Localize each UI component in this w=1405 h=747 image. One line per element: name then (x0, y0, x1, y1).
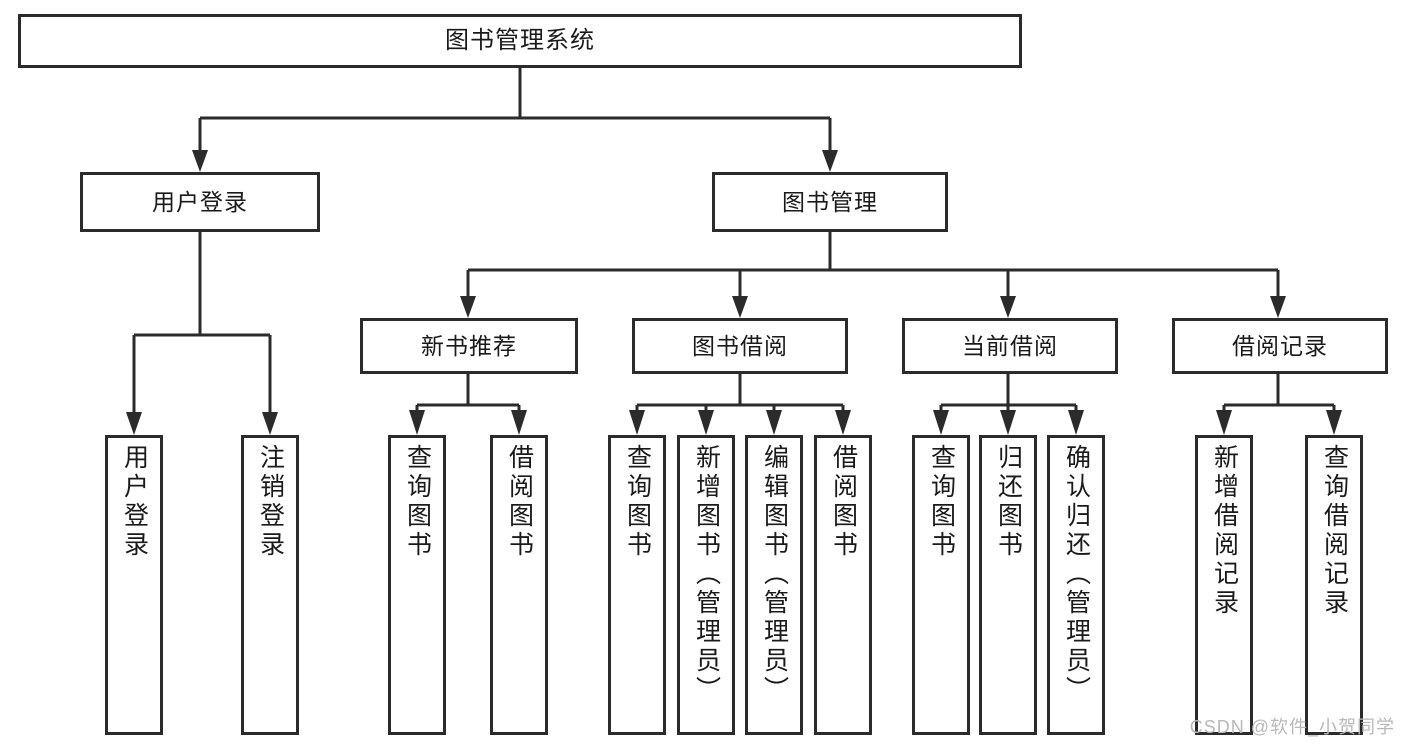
node-label: 图书管理系统 (445, 27, 595, 55)
watermark-text: CSDN @软件_小贺同学 (1189, 717, 1395, 737)
node-label: 注销登录 (256, 444, 285, 560)
node-new-book-recommendation[interactable]: 新书推荐 (360, 318, 578, 374)
node-label: 借阅图书 (505, 444, 534, 560)
leaf-current-return-book[interactable]: 归还图书 (979, 435, 1037, 735)
leaf-borrow-borrow-book[interactable]: 借阅图书 (814, 435, 872, 735)
leaf-current-query-book[interactable]: 查询图书 (912, 435, 970, 735)
leaf-record-add-borrow-record[interactable]: 新增借阅记录 (1195, 435, 1253, 735)
node-label: 当前借阅 (962, 332, 1058, 359)
leaf-new-book-query-book[interactable]: 查询图书 (388, 435, 446, 735)
node-label: 编辑图书（管理员） (760, 444, 789, 705)
leaf-borrow-edit-book-admin[interactable]: 编辑图书（管理员） (745, 435, 803, 735)
node-label: 借阅图书 (829, 444, 858, 560)
leaf-borrow-add-book-admin[interactable]: 新增图书（管理员） (677, 435, 735, 735)
leaf-record-query-borrow-record[interactable]: 查询借阅记录 (1305, 435, 1363, 735)
node-label: 查询图书 (403, 444, 432, 560)
leaf-user-login-login[interactable]: 用户登录 (105, 435, 163, 735)
node-label: 查询图书 (927, 444, 956, 560)
node-label: 确认归还（管理员） (1062, 444, 1091, 705)
node-label: 查询借阅记录 (1320, 444, 1349, 618)
node-label: 归还图书 (994, 444, 1023, 560)
node-label: 新增借阅记录 (1210, 444, 1239, 618)
node-label: 用户登录 (120, 444, 149, 560)
node-borrowing-record[interactable]: 借阅记录 (1172, 318, 1388, 374)
leaf-borrow-query-book[interactable]: 查询图书 (608, 435, 666, 735)
node-label: 新增图书（管理员） (692, 444, 721, 705)
node-book-borrowing[interactable]: 图书借阅 (632, 318, 848, 374)
node-label: 用户登录 (152, 188, 248, 215)
node-root-book-management-system[interactable]: 图书管理系统 (18, 14, 1022, 68)
leaf-user-login-logout[interactable]: 注销登录 (241, 435, 299, 735)
node-label: 借阅记录 (1232, 332, 1328, 359)
node-book-management[interactable]: 图书管理 (712, 172, 948, 232)
node-label: 图书借阅 (692, 332, 788, 359)
node-label: 查询图书 (623, 444, 652, 560)
node-current-borrowing[interactable]: 当前借阅 (902, 318, 1118, 374)
leaf-current-confirm-return-admin[interactable]: 确认归还（管理员） (1047, 435, 1105, 735)
node-user-login[interactable]: 用户登录 (80, 172, 320, 232)
leaf-new-book-borrow-book[interactable]: 借阅图书 (490, 435, 548, 735)
node-label: 图书管理 (782, 188, 878, 215)
node-label: 新书推荐 (421, 332, 517, 359)
